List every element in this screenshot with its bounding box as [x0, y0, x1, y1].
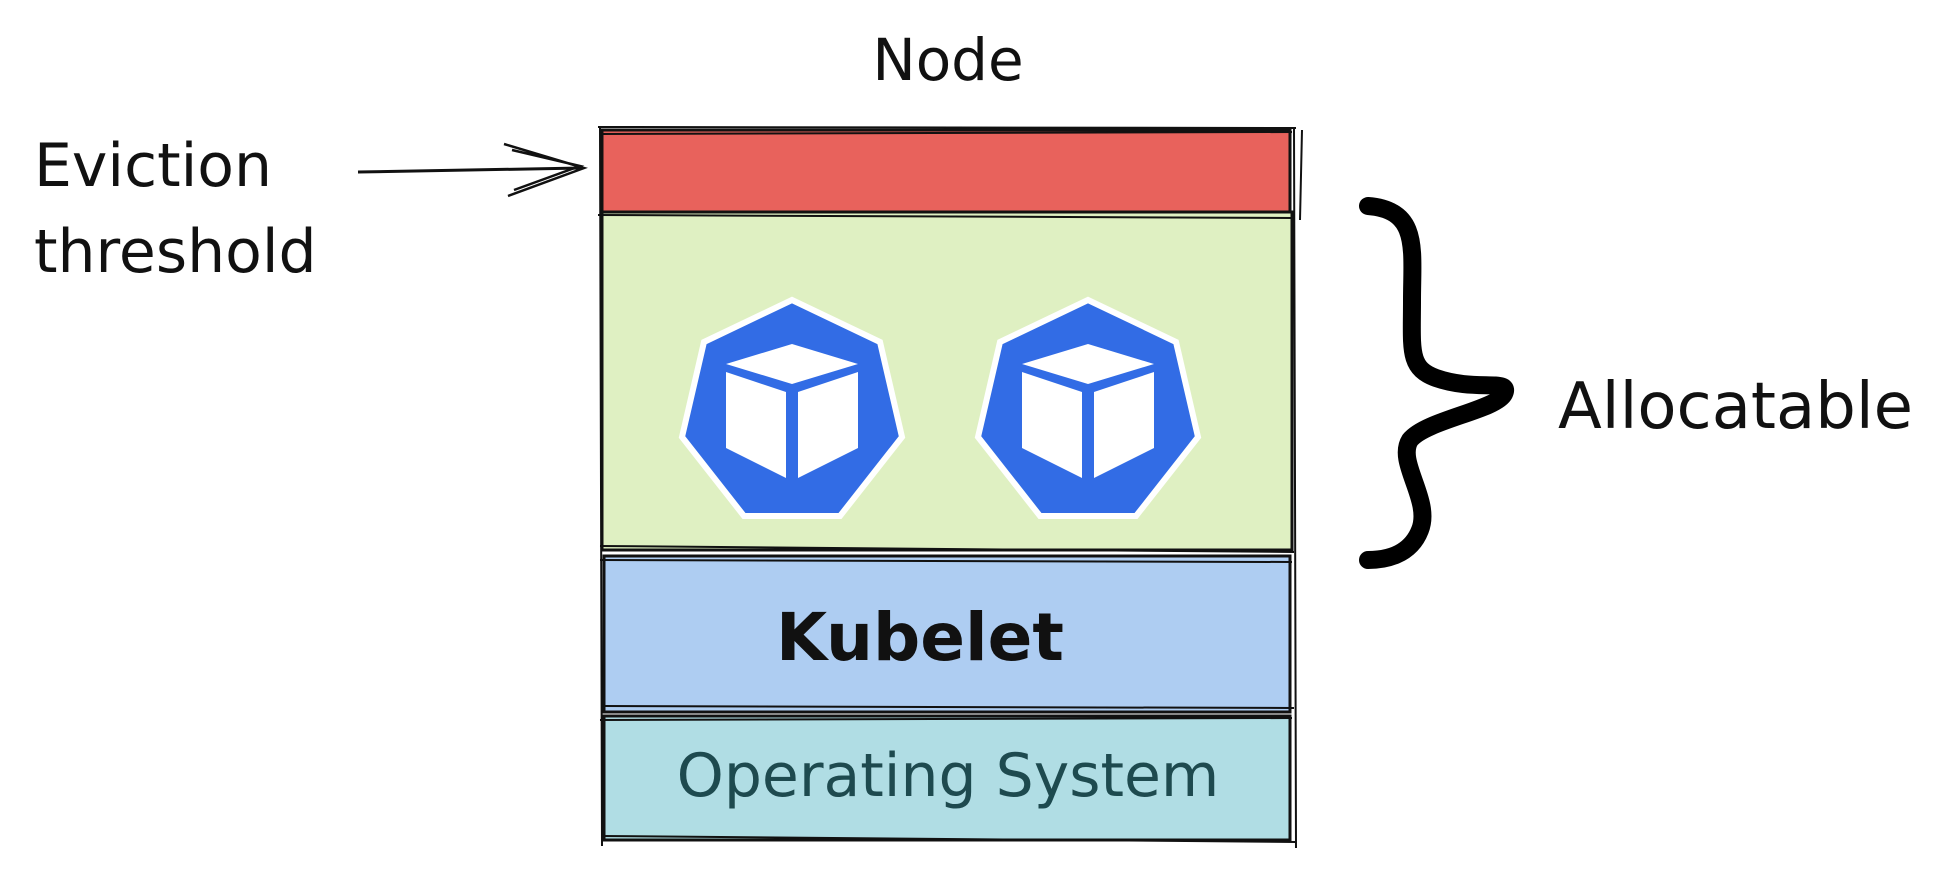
- operating-system-label: Operating System: [677, 741, 1220, 811]
- node-title: Node: [872, 26, 1023, 94]
- operating-system-layer: Operating System: [599, 714, 1297, 843]
- eviction-threshold-label: Eviction threshold: [34, 131, 317, 287]
- arrow-icon: [357, 142, 588, 198]
- eviction-label-line2: threshold: [34, 217, 317, 287]
- kubernetes-pod-icon: [678, 296, 906, 519]
- allocatable-label: Allocatable: [1558, 370, 1913, 444]
- eviction-label-line1: Eviction: [34, 131, 272, 201]
- eviction-threshold-layer: [597, 126, 1297, 214]
- kubernetes-pod-icon: [974, 296, 1202, 519]
- kubelet-label: Kubelet: [776, 599, 1064, 676]
- node-frame: [599, 127, 1303, 849]
- kubelet-layer: Kubelet: [599, 554, 1295, 714]
- curly-brace-icon: [1359, 197, 1515, 569]
